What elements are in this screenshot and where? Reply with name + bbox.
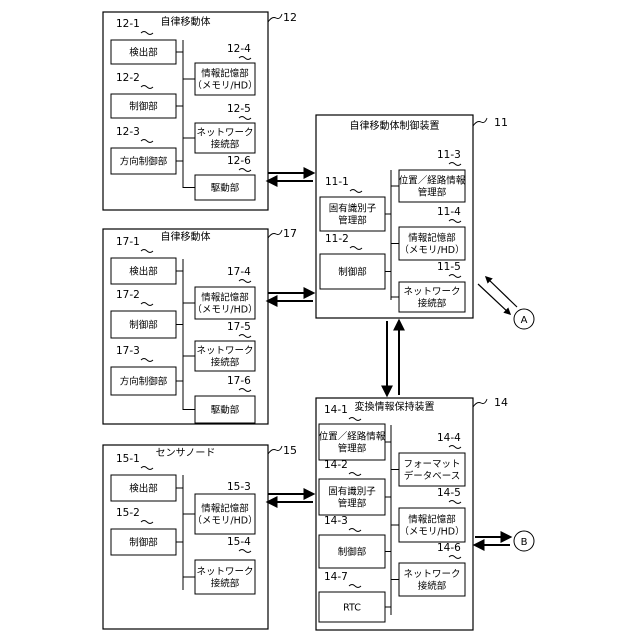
block-11-ref: 11 (494, 116, 508, 129)
component-11-5-label-line: 接続部 (418, 298, 447, 310)
component-14-6-label-line: ネットワーク (403, 569, 460, 580)
component-14-4-id: 14-4 (437, 432, 461, 444)
block-17: 自律移動体 17 17-1 検出部 17-2 制御部 17-3 方向制御部 17-4 情報記憶部（… (103, 227, 297, 424)
component-15-4-label-line: 接続部 (211, 578, 240, 590)
component-15-2-id: 15-2 (116, 507, 140, 519)
block-12-leader (268, 14, 282, 22)
component-12-5-id: 12-5 (227, 103, 251, 115)
component-12-3-id: 12-3 (116, 126, 140, 138)
component-17-3-label-line: 方向制御部 (120, 376, 168, 388)
block-11-title: 自律移動体制御装置 (350, 119, 440, 132)
component-17-6-label-line: 駆動部 (211, 404, 240, 416)
block-17-title: 自律移動体 (161, 230, 211, 243)
component-11-5-id: 11-5 (437, 261, 461, 273)
component-17-5-id: 17-5 (227, 321, 251, 333)
component-12-4-label-line: （メモリ/HD） (192, 80, 257, 92)
block-14: 変換情報保持装置1414-1位置／経路情報管理部14-2固有識別子管理部14-3… (316, 396, 508, 630)
component-14-7-label-line: RTC (343, 603, 361, 614)
component-14-2-id: 14-2 (324, 459, 348, 471)
component-12-1-label-line: 検出部 (129, 47, 158, 59)
component-11-2-label-line: 制御部 (338, 266, 367, 278)
block-15-title: センサノード (156, 447, 216, 459)
block-14-leader (473, 399, 487, 407)
component-12-6-id: 12-6 (227, 155, 251, 167)
block-12-title: 自律移動体 (161, 15, 211, 28)
component-15-1-id: 15-1 (116, 453, 140, 465)
component-17-2-id: 17-2 (116, 289, 140, 301)
component-12-4-label-line: 情報記憶部 (201, 68, 249, 80)
component-11-4-label-line: （メモリ/HD） (399, 244, 464, 256)
component-14-4-label-line: フォーマット (403, 459, 460, 470)
component-12-5-label-line: 接続部 (211, 139, 240, 151)
component-11-4-id: 11-4 (437, 206, 461, 218)
block-15-ref: 15 (283, 444, 297, 457)
component-15-3-label-line: 情報記憶部 (201, 503, 249, 515)
component-14-1-id: 14-1 (324, 404, 348, 416)
component-14-3-id: 14-3 (324, 515, 348, 527)
block-17-leader (268, 230, 282, 238)
component-15-2-label-line: 制御部 (129, 537, 158, 549)
component-14-5-label-line: 情報記憶部 (408, 514, 456, 526)
component-11-5-label-line: ネットワーク (403, 287, 460, 298)
component-14-6-id: 14-6 (437, 542, 461, 554)
component-14-6-label-line: 接続部 (418, 580, 447, 592)
arrow-11-to-a (478, 284, 510, 314)
component-15-3-id: 15-3 (227, 481, 251, 493)
external-node-a-label: A (521, 315, 528, 326)
block-14-title: 変換情報保持装置 (355, 400, 435, 413)
block-12-ref: 12 (283, 11, 297, 24)
component-14-4-label-line: データベース (404, 470, 461, 482)
component-11-4-label-line: 情報記憶部 (408, 232, 456, 244)
component-14-1-label-line: 管理部 (338, 443, 367, 455)
component-12-4-id: 12-4 (227, 43, 251, 55)
component-12-1-id: 12-1 (116, 18, 140, 30)
block-14-ref: 14 (494, 396, 508, 409)
component-11-3-label-line: 管理部 (418, 187, 447, 199)
component-17-6-id: 17-6 (227, 375, 251, 387)
component-11-2-id: 11-2 (325, 233, 349, 245)
component-17-1-label-line: 検出部 (129, 266, 158, 278)
arrow-a-to-11 (486, 277, 517, 307)
component-17-5-label-line: ネットワーク (196, 346, 253, 357)
component-12-5-label-line: ネットワーク (196, 128, 253, 139)
external-node-b: B (514, 531, 534, 551)
component-17-1-id: 17-1 (116, 236, 140, 248)
external-node-b-label: B (521, 537, 528, 548)
component-15-3-label-line: （メモリ/HD） (192, 515, 257, 527)
component-12-6-label-line: 駆動部 (211, 182, 240, 194)
block-12: 自律移動体 12 12-1 検出部 12-2 制御部 12-3 方向制御部 12-4 情報記憶部（… (103, 11, 297, 210)
block-11: 自律移動体制御装置1111-1固有識別子管理部11-2制御部11-3位置／経路情… (316, 115, 508, 318)
component-11-3-label-line: 位置／経路情報 (399, 175, 466, 187)
component-11-1-label-line: 管理部 (338, 215, 367, 227)
component-12-2-id: 12-2 (116, 72, 140, 84)
component-11-1-label-line: 固有識別子 (329, 203, 377, 215)
component-17-2-label-line: 制御部 (129, 319, 158, 331)
component-12-2-label-line: 制御部 (129, 101, 158, 113)
component-15-4-label-line: ネットワーク (196, 567, 253, 578)
external-node-a: A (514, 309, 534, 329)
block-15-leader (268, 446, 282, 454)
block-11-leader (473, 118, 487, 126)
component-11-3-id: 11-3 (437, 149, 461, 161)
block-17-ref: 17 (283, 227, 297, 240)
component-17-4-label-line: 情報記憶部 (201, 292, 249, 304)
component-14-3-label-line: 制御部 (338, 546, 367, 558)
component-14-7-id: 14-7 (324, 571, 348, 583)
component-14-5-label-line: （メモリ/HD） (399, 526, 464, 538)
component-11-1-id: 11-1 (325, 176, 349, 188)
component-17-4-label-line: （メモリ/HD） (192, 304, 257, 316)
component-15-1-label-line: 検出部 (129, 483, 158, 495)
block-15: センサノード 15 15-1 検出部 15-2 制御部 15-3 情報記憶部（メモリ/HD） 1… (103, 444, 297, 629)
component-14-1-label-line: 位置／経路情報 (319, 431, 386, 443)
component-14-2-label-line: 管理部 (338, 498, 367, 510)
component-17-4-id: 17-4 (227, 266, 251, 278)
component-17-5-label-line: 接続部 (211, 357, 240, 369)
component-14-2-label-line: 固有識別子 (328, 486, 376, 498)
component-14-5-id: 14-5 (437, 487, 461, 499)
component-15-4-id: 15-4 (227, 536, 251, 548)
component-17-3-id: 17-3 (116, 345, 140, 357)
component-12-3-label-line: 方向制御部 (120, 156, 168, 168)
